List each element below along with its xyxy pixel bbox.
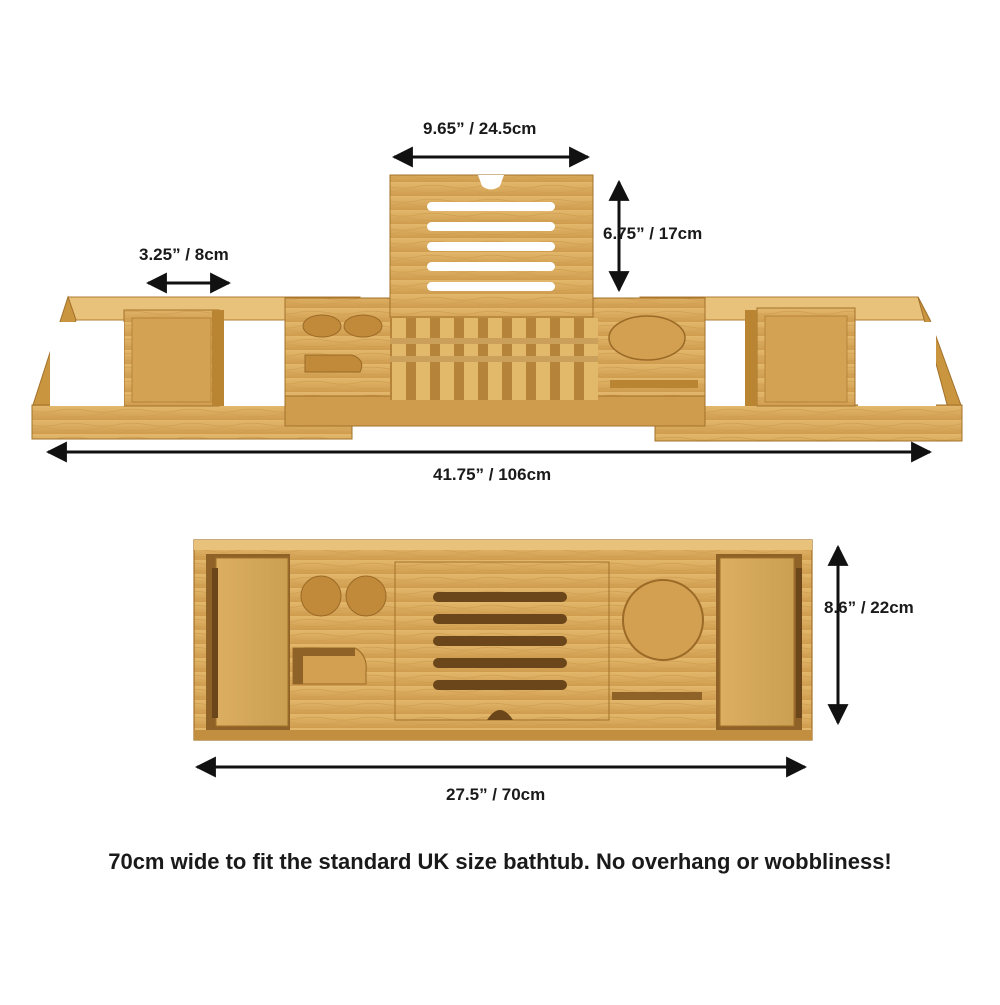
closed-caddy bbox=[193, 539, 813, 741]
caption-text: 70cm wide to fit the standard UK size ba… bbox=[108, 849, 892, 874]
left-end-slot bbox=[206, 554, 290, 730]
dimension-arrows bbox=[45, 146, 933, 778]
extended-caddy bbox=[31, 174, 963, 442]
tray-width-label: 9.65” / 24.5cm bbox=[423, 119, 537, 138]
closed-length-label: 27.5” / 70cm bbox=[446, 785, 546, 804]
closed-center-panel bbox=[394, 561, 610, 721]
tray-height-label: 6.75” / 17cm bbox=[603, 224, 703, 243]
upright-book-stand bbox=[389, 174, 594, 318]
grate-slats bbox=[390, 318, 598, 400]
right-extension-arm bbox=[639, 296, 963, 442]
left-extension-arm bbox=[31, 295, 361, 440]
right-end-slot bbox=[716, 554, 802, 730]
closed-depth-label: 8.6” / 22cm bbox=[824, 598, 914, 617]
extended-length-label: 41.75” / 106cm bbox=[433, 465, 552, 484]
central-tray-body bbox=[284, 297, 706, 427]
side-slot-label: 3.25” / 8cm bbox=[139, 245, 229, 264]
